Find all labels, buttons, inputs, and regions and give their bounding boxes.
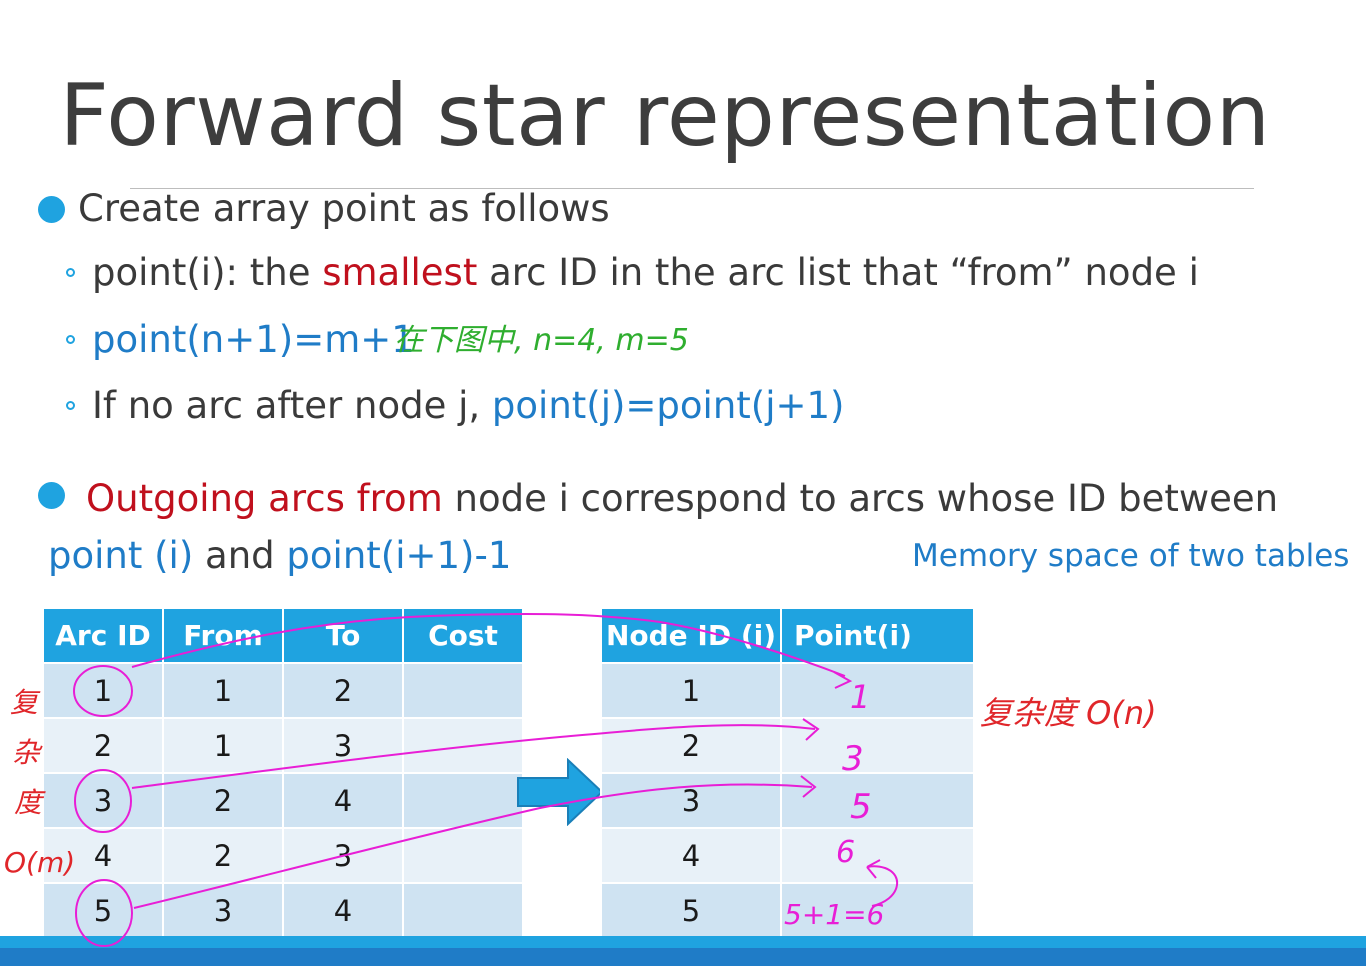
magenta-ink-strokes xyxy=(73,613,899,947)
cell: 2 xyxy=(42,717,164,774)
complexity-char-2: 杂 xyxy=(12,736,43,769)
cell xyxy=(402,882,524,939)
cell xyxy=(780,882,975,939)
formula-point-i-plus-1: point(i+1)-1 xyxy=(286,534,512,577)
footer-stripe-dark xyxy=(0,948,1366,966)
cell: 1 xyxy=(42,662,164,719)
cell xyxy=(780,827,975,884)
table-row: 3 xyxy=(600,772,975,829)
point-value-1: 1 xyxy=(850,678,870,716)
cell: 2 xyxy=(282,662,404,719)
table-row: 5 3 4 xyxy=(42,882,524,939)
header-arc-id: Arc ID xyxy=(42,607,164,664)
slide-title: Forward star representation xyxy=(59,66,1271,166)
cell: 5 xyxy=(42,882,164,939)
text-fragment: point(i): the xyxy=(92,251,323,294)
header-point: Point(i) xyxy=(780,607,975,664)
complexity-o-m: O(m) xyxy=(4,846,75,879)
text-fragment: If no arc after node j, xyxy=(92,384,492,427)
green-handwritten-note: 在下图中, n=4, m=5 xyxy=(394,323,689,358)
table-header-row: Node ID (i) Point(i) xyxy=(600,607,975,664)
bullet-dot-icon xyxy=(38,196,65,223)
bullet-create-array: Create array point as follows xyxy=(78,187,610,230)
cell: 1 xyxy=(162,717,284,774)
arrowhead xyxy=(800,775,817,798)
text-fragment: node i correspond to arcs whose ID betwe… xyxy=(442,477,1279,520)
cell xyxy=(780,662,975,719)
cell: 3 xyxy=(600,772,782,829)
point-value-5-plus-1: 5+1=6 xyxy=(784,898,884,931)
arrow-arc5-to-node3 xyxy=(133,783,813,909)
header-from: From xyxy=(162,607,284,664)
point-value-5: 5 xyxy=(850,787,872,827)
cell xyxy=(402,662,524,719)
arrowhead xyxy=(802,718,820,741)
sub-bullet-ring-icon xyxy=(66,335,75,344)
bullet-outgoing-arcs: Outgoing arcs from node i correspond to … xyxy=(86,477,1278,520)
formula-point-i: point (i) xyxy=(48,534,194,577)
arrow-arc1-to-node1 xyxy=(131,613,846,677)
complexity-char-3: 度 xyxy=(14,786,46,819)
table-row: 4 xyxy=(600,827,975,884)
arrowhead xyxy=(866,859,881,879)
cell: 3 xyxy=(282,717,404,774)
cell: 4 xyxy=(282,882,404,939)
circle-arc-3 xyxy=(74,769,132,833)
cell: 2 xyxy=(162,772,284,829)
right-arrow-icon xyxy=(517,758,604,826)
cell: 3 xyxy=(42,772,164,829)
emphasis-outgoing: Outgoing arcs from xyxy=(86,477,443,520)
sub-bullet-no-arc: If no arc after node j, point(j)=point(j… xyxy=(92,384,845,427)
arrowhead xyxy=(833,671,853,689)
cell xyxy=(402,772,524,829)
sub-bullet-point-n-plus-1: point(n+1)=m+1 xyxy=(92,318,415,361)
cell xyxy=(402,717,524,774)
node-point-table: Node ID (i) Point(i) 1 2 3 4 5 xyxy=(600,607,975,939)
title-divider xyxy=(130,188,1254,189)
circle-arc-1 xyxy=(73,665,133,717)
complexity-char-1: 复 xyxy=(10,686,41,719)
header-node-id: Node ID (i) xyxy=(600,607,782,664)
table-row: 2 1 3 xyxy=(42,717,524,774)
cell: 4 xyxy=(600,827,782,884)
circle-arc-5 xyxy=(75,879,133,947)
cell: 4 xyxy=(42,827,164,884)
table-row: 5 xyxy=(600,882,975,939)
bullet-outgoing-arcs-cont: point (i) and point(i+1)-1 xyxy=(48,534,511,577)
footer-stripe-light xyxy=(0,936,1366,948)
text-fragment: and xyxy=(193,534,287,577)
table-row: 3 2 4 xyxy=(42,772,524,829)
cell: 4 xyxy=(282,772,404,829)
footer-bar xyxy=(0,936,1366,966)
table-row: 1 1 2 xyxy=(42,662,524,719)
cell: 5 xyxy=(600,882,782,939)
bullet-dot-icon xyxy=(38,482,65,509)
point-value-3: 3 xyxy=(842,739,864,779)
sub-bullet-ring-icon xyxy=(66,268,75,277)
arrow-arc3-to-node2 xyxy=(131,724,816,789)
text-fragment: arc ID in the arc list that “from” node … xyxy=(477,251,1199,294)
cell: 1 xyxy=(600,662,782,719)
sub-bullet-point-definition: point(i): the smallest arc ID in the arc… xyxy=(92,251,1199,294)
complexity-note-right: 复杂度 O(n) xyxy=(980,694,1157,732)
point-value-6: 6 xyxy=(836,835,855,870)
formula-point-j: point(j)=point(j+1) xyxy=(491,384,845,427)
header-to: To xyxy=(282,607,404,664)
memory-space-note: Memory space of two tables xyxy=(912,538,1350,574)
handwritten-text: 在下图中, n=4, m=5 复杂度 O(n) 复 杂 度 O(m) 1 3 5… xyxy=(4,323,1157,931)
sub-bullet-ring-icon xyxy=(66,401,75,410)
cell: 1 xyxy=(162,662,284,719)
cell: 3 xyxy=(162,882,284,939)
table-row: 1 xyxy=(600,662,975,719)
curved-arrow xyxy=(867,865,899,907)
cell: 2 xyxy=(162,827,284,884)
emphasis-smallest: smallest xyxy=(322,251,478,294)
cell xyxy=(780,772,975,829)
